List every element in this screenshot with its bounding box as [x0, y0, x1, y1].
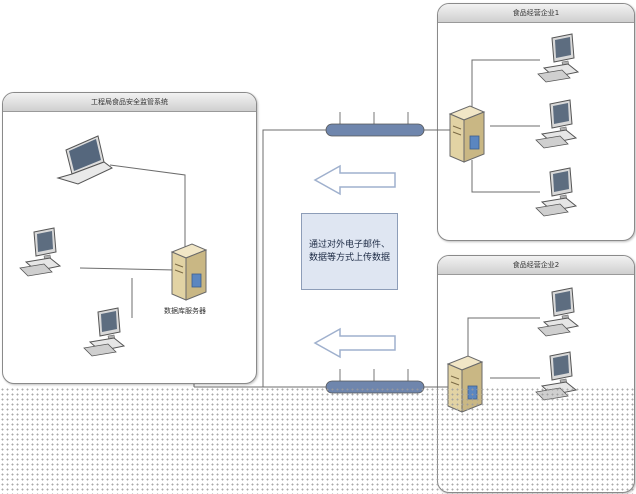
right-bottom-panel: 食品经营企业2	[437, 255, 635, 493]
right-top-panel-title: 食品经营企业1	[438, 4, 634, 23]
right-bottom-panel-title: 食品经营企业2	[438, 256, 634, 275]
data-upload-callout: 通过对外电子邮件、数据等方式上传数据	[301, 213, 398, 290]
right-top-panel: 食品经营企业1	[437, 3, 635, 241]
left-panel: 工程局食品安全监管系统	[2, 92, 257, 384]
left-panel-title: 工程局食品安全监管系统	[3, 93, 256, 112]
database-server-label: 数据库服务器	[164, 307, 206, 315]
